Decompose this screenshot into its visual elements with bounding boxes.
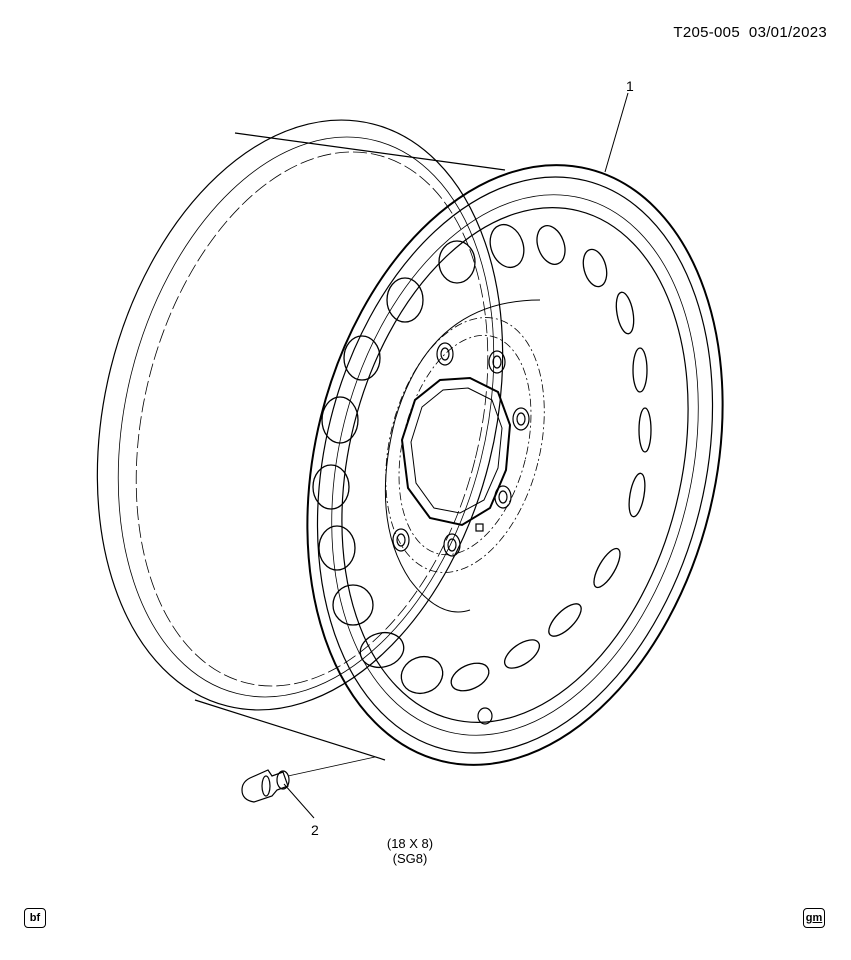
drawing-date: 03/01/2023 — [748, 24, 827, 41]
leader-line-2 — [283, 783, 315, 819]
leader-line-1 — [604, 92, 629, 173]
size-note-code: (SG8) — [392, 851, 428, 866]
wheel-icon — [96, 119, 724, 766]
size-note: (18 X 8) (SG8) — [340, 836, 480, 866]
size-note-dimensions: (18 X 8) — [386, 836, 434, 851]
callout-1: 1 — [626, 78, 634, 94]
valve-stem-icon — [241, 756, 376, 803]
drawing-code: T205-005 — [673, 24, 740, 41]
bf-badge: bf — [24, 908, 46, 928]
lug-holes — [392, 342, 530, 557]
callout-2: 2 — [311, 822, 319, 838]
vent-holes — [312, 223, 652, 695]
drawing-header: T205-005 03/01/2023 — [673, 24, 827, 41]
gm-logo: gm — [803, 908, 825, 928]
